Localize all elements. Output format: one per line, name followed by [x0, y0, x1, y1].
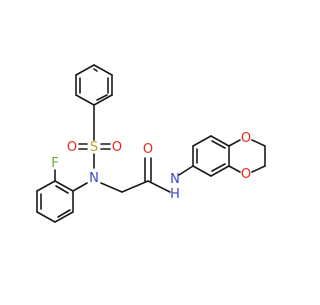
bond — [178, 165, 194, 176]
bond — [36, 211, 56, 223]
bond — [228, 139, 241, 147]
atom-labels: O S O F N O N H O O — [51, 131, 251, 202]
sulfur-atom: S — [90, 140, 98, 155]
bond — [54, 180, 74, 192]
bond — [57, 209, 71, 218]
bond — [55, 185, 69, 194]
bond — [93, 64, 113, 76]
fluorine-atom: F — [51, 156, 58, 171]
bond — [228, 165, 241, 173]
sulfonyl-oxygen-left: O — [67, 140, 77, 155]
bond — [210, 135, 230, 147]
bond — [147, 180, 171, 193]
bond — [93, 94, 113, 106]
bond — [192, 165, 212, 177]
sulfonyl-oxygen-right: O — [112, 140, 122, 155]
bond — [72, 182, 88, 192]
bond — [210, 165, 230, 177]
carbonyl-oxygen: O — [143, 142, 153, 157]
bond — [75, 94, 95, 106]
bond — [251, 139, 266, 147]
molecule-diagram: O S O F N O N H O O — [36, 64, 266, 223]
bond — [54, 211, 74, 223]
bond — [93, 68, 98, 72]
bonds — [36, 64, 266, 223]
structure-svg: O S O F N O N H O O — [36, 64, 266, 223]
amide-hydrogen: H — [170, 187, 180, 202]
sulfonamide-nitrogen: N — [89, 171, 99, 186]
bond — [121, 180, 149, 193]
bond — [96, 94, 108, 101]
bond — [75, 64, 95, 76]
bond — [36, 180, 56, 192]
bond — [192, 135, 212, 147]
dioxane-oxygen-bottom: O — [241, 167, 251, 182]
amide-nitrogen: N — [170, 172, 180, 187]
dioxane-oxygen-top: O — [241, 131, 251, 146]
bond — [251, 165, 266, 173]
bond — [211, 140, 226, 149]
bond — [211, 163, 226, 172]
bond — [100, 182, 123, 193]
